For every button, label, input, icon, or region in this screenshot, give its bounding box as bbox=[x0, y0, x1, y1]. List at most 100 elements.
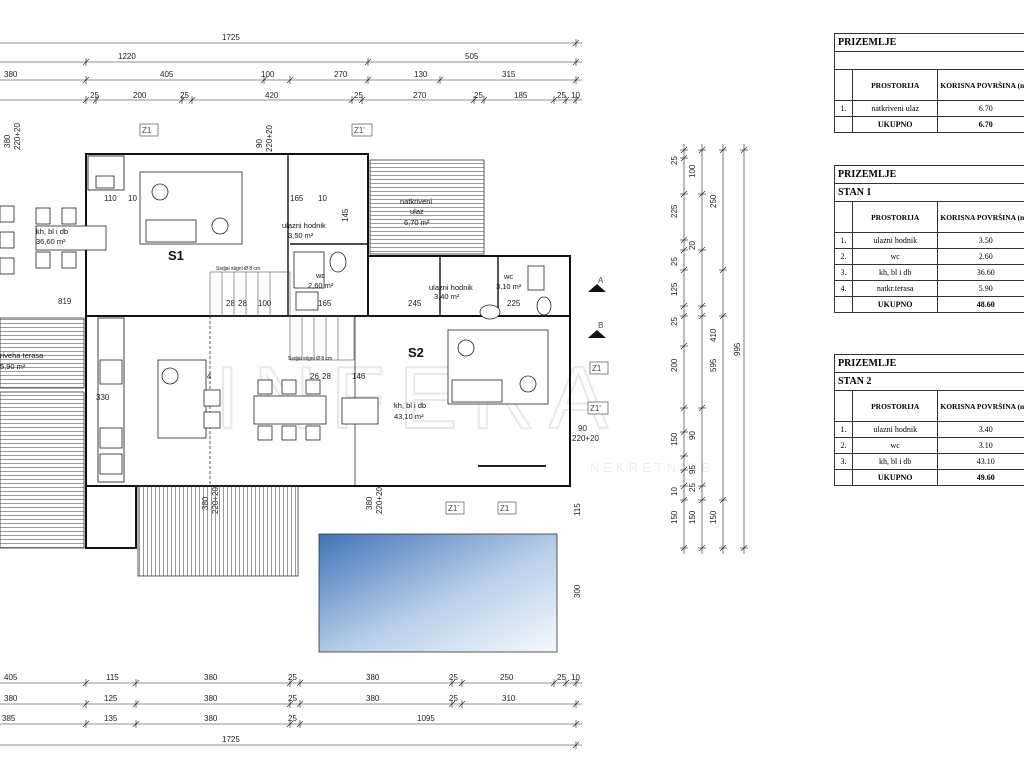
stair-note: Ssdjai stigni Ø 8 cm bbox=[288, 356, 332, 362]
room-name-natkriveni: natkriveni bbox=[400, 197, 432, 206]
svg-text:125: 125 bbox=[670, 282, 679, 296]
z1-prime-tag: Z1' bbox=[448, 504, 459, 513]
right-dimensions: 25 100 225 25 20 125 25 200 150 90 10 25… bbox=[670, 156, 742, 524]
dim-top: 315 bbox=[502, 70, 516, 79]
column-header-room: PROSTORIJA bbox=[852, 390, 939, 422]
z1-tag: Z1 bbox=[142, 126, 152, 135]
unit-label-s2: S2 bbox=[408, 345, 424, 360]
room-name-kh1: kh, bl i db bbox=[36, 227, 68, 236]
svg-text:330: 330 bbox=[96, 393, 110, 402]
svg-text:150: 150 bbox=[688, 510, 697, 524]
svg-text:150: 150 bbox=[709, 510, 718, 524]
staircase bbox=[209, 271, 355, 361]
svg-text:25: 25 bbox=[688, 483, 697, 492]
dim-top: 270 bbox=[413, 91, 427, 100]
dim-bottom: 385 bbox=[2, 714, 16, 723]
garden-deck bbox=[137, 485, 299, 577]
table-row: 2. wc 3.10 bbox=[833, 437, 1024, 454]
dim-top: 1220 bbox=[118, 52, 136, 61]
dim-bottom: 380 bbox=[4, 694, 18, 703]
svg-text:250: 250 bbox=[709, 194, 718, 208]
dim-bottom-total: 1725 bbox=[222, 735, 240, 744]
room-name-natkriveni-2: ulaz bbox=[410, 207, 424, 216]
svg-text:90: 90 bbox=[688, 431, 697, 440]
dim-bottom: 115 bbox=[106, 673, 119, 682]
svg-text:115: 115 bbox=[573, 503, 582, 516]
table-total-row: UKUPNO 49.60 bbox=[833, 469, 1024, 486]
table-row: 3. kh, bl i db 36.60 bbox=[833, 264, 1024, 281]
svg-text:100: 100 bbox=[688, 164, 697, 178]
dim-top: 380 bbox=[4, 70, 18, 79]
dim-top: 200 bbox=[133, 91, 147, 100]
svg-text:25: 25 bbox=[670, 257, 679, 266]
svg-text:28: 28 bbox=[238, 299, 247, 308]
svg-text:10: 10 bbox=[318, 194, 327, 203]
top-dimensions: 1725 1220 505 380 405 100 270 130 315 25… bbox=[4, 33, 580, 100]
section-marker-b: B bbox=[598, 321, 603, 330]
column-header-area: KORISNA POVRŠINA (m²) bbox=[937, 69, 1024, 101]
svg-text:28: 28 bbox=[226, 299, 235, 308]
svg-text:95: 95 bbox=[688, 465, 697, 474]
table-subtitle: STAN 2 bbox=[834, 372, 1024, 391]
dim-top: 420 bbox=[265, 91, 279, 100]
svg-text:25: 25 bbox=[670, 317, 679, 326]
svg-text:150: 150 bbox=[670, 432, 679, 446]
svg-text:225: 225 bbox=[670, 204, 679, 218]
area-table-stan1: PRIZEMLJE STAN 1 PROSTORIJA KORISNA POVR… bbox=[833, 165, 1024, 313]
room-area-wc1: 2,60 m² bbox=[308, 281, 334, 290]
table-subtitle: STAN 1 bbox=[834, 183, 1024, 202]
dim-bottom: 405 bbox=[4, 673, 18, 682]
wall-type-markers: Z1 Z1' Z1 Z1' Z1' Z1 bbox=[139, 123, 609, 515]
column-header-area: KORISNA POVRŠINA (m²) bbox=[937, 390, 1024, 422]
table-title: PRIZEMLJE bbox=[834, 33, 1024, 52]
svg-text:220+20: 220+20 bbox=[13, 123, 22, 150]
table-row: 1. ulazni hodnik 3.50 bbox=[833, 232, 1024, 249]
dim-bottom: 380 bbox=[366, 673, 380, 682]
dim-top: 270 bbox=[334, 70, 348, 79]
svg-text:28: 28 bbox=[322, 372, 331, 381]
svg-text:300: 300 bbox=[573, 584, 582, 598]
covered-terrace-deck bbox=[0, 317, 85, 389]
table-title: PRIZEMLJE bbox=[834, 354, 1024, 373]
area-table-stan2: PRIZEMLJE STAN 2 PROSTORIJA KORISNA POVR… bbox=[833, 354, 1024, 486]
svg-text:225: 225 bbox=[507, 299, 521, 308]
section-marker-a: A bbox=[598, 276, 604, 285]
dim-bottom: 380 bbox=[204, 694, 218, 703]
dim-top: 25 bbox=[180, 91, 189, 100]
z1-prime-tag: Z1' bbox=[354, 126, 365, 135]
bottom-dimensions: 405 115 380 25 380 25 250 25 10 380 125 … bbox=[2, 673, 580, 744]
dimension-lines bbox=[0, 39, 748, 749]
table-title: PRIZEMLJE bbox=[834, 165, 1024, 184]
svg-text:995: 995 bbox=[733, 342, 742, 356]
svg-text:150: 150 bbox=[670, 510, 679, 524]
svg-text:410: 410 bbox=[709, 328, 718, 342]
column-header-room: PROSTORIJA bbox=[852, 69, 939, 101]
table-row: 4. natkr.terasa 5.90 bbox=[833, 280, 1024, 297]
dim-bottom: 25 bbox=[288, 673, 297, 682]
dim-bottom: 1095 bbox=[417, 714, 435, 723]
svg-text:165: 165 bbox=[290, 194, 304, 203]
svg-text:200: 200 bbox=[670, 358, 679, 372]
table-total-row: UKUPNO 6.70 bbox=[833, 116, 1024, 133]
svg-text:100: 100 bbox=[258, 299, 272, 308]
svg-text:146: 146 bbox=[352, 372, 366, 381]
dim-top: 25 bbox=[90, 91, 99, 100]
covered-entrance-deck bbox=[369, 159, 485, 255]
z1-prime-tag: Z1' bbox=[590, 404, 601, 413]
dim-top: 405 bbox=[160, 70, 174, 79]
table-row: 1. ulazni hodnik 3.40 bbox=[833, 421, 1024, 438]
dim-top: 25 bbox=[557, 91, 566, 100]
svg-text:25: 25 bbox=[670, 156, 679, 165]
z1-tag: Z1 bbox=[592, 364, 602, 373]
svg-text:90: 90 bbox=[255, 139, 264, 148]
room-name-wc1: wc bbox=[315, 271, 325, 280]
dim-top: 10 bbox=[571, 91, 580, 100]
table-row: 1. natkriveni ulaz 6.70 bbox=[833, 100, 1024, 117]
table-total-row: UKUPNO 48.60 bbox=[833, 296, 1024, 313]
room-name-kh2: kh, bl i db bbox=[394, 401, 426, 410]
table-row: 3. kh, bl i db 43.10 bbox=[833, 453, 1024, 470]
table-subtitle bbox=[834, 51, 1024, 70]
svg-text:20: 20 bbox=[688, 241, 697, 250]
svg-text:380: 380 bbox=[3, 134, 12, 148]
